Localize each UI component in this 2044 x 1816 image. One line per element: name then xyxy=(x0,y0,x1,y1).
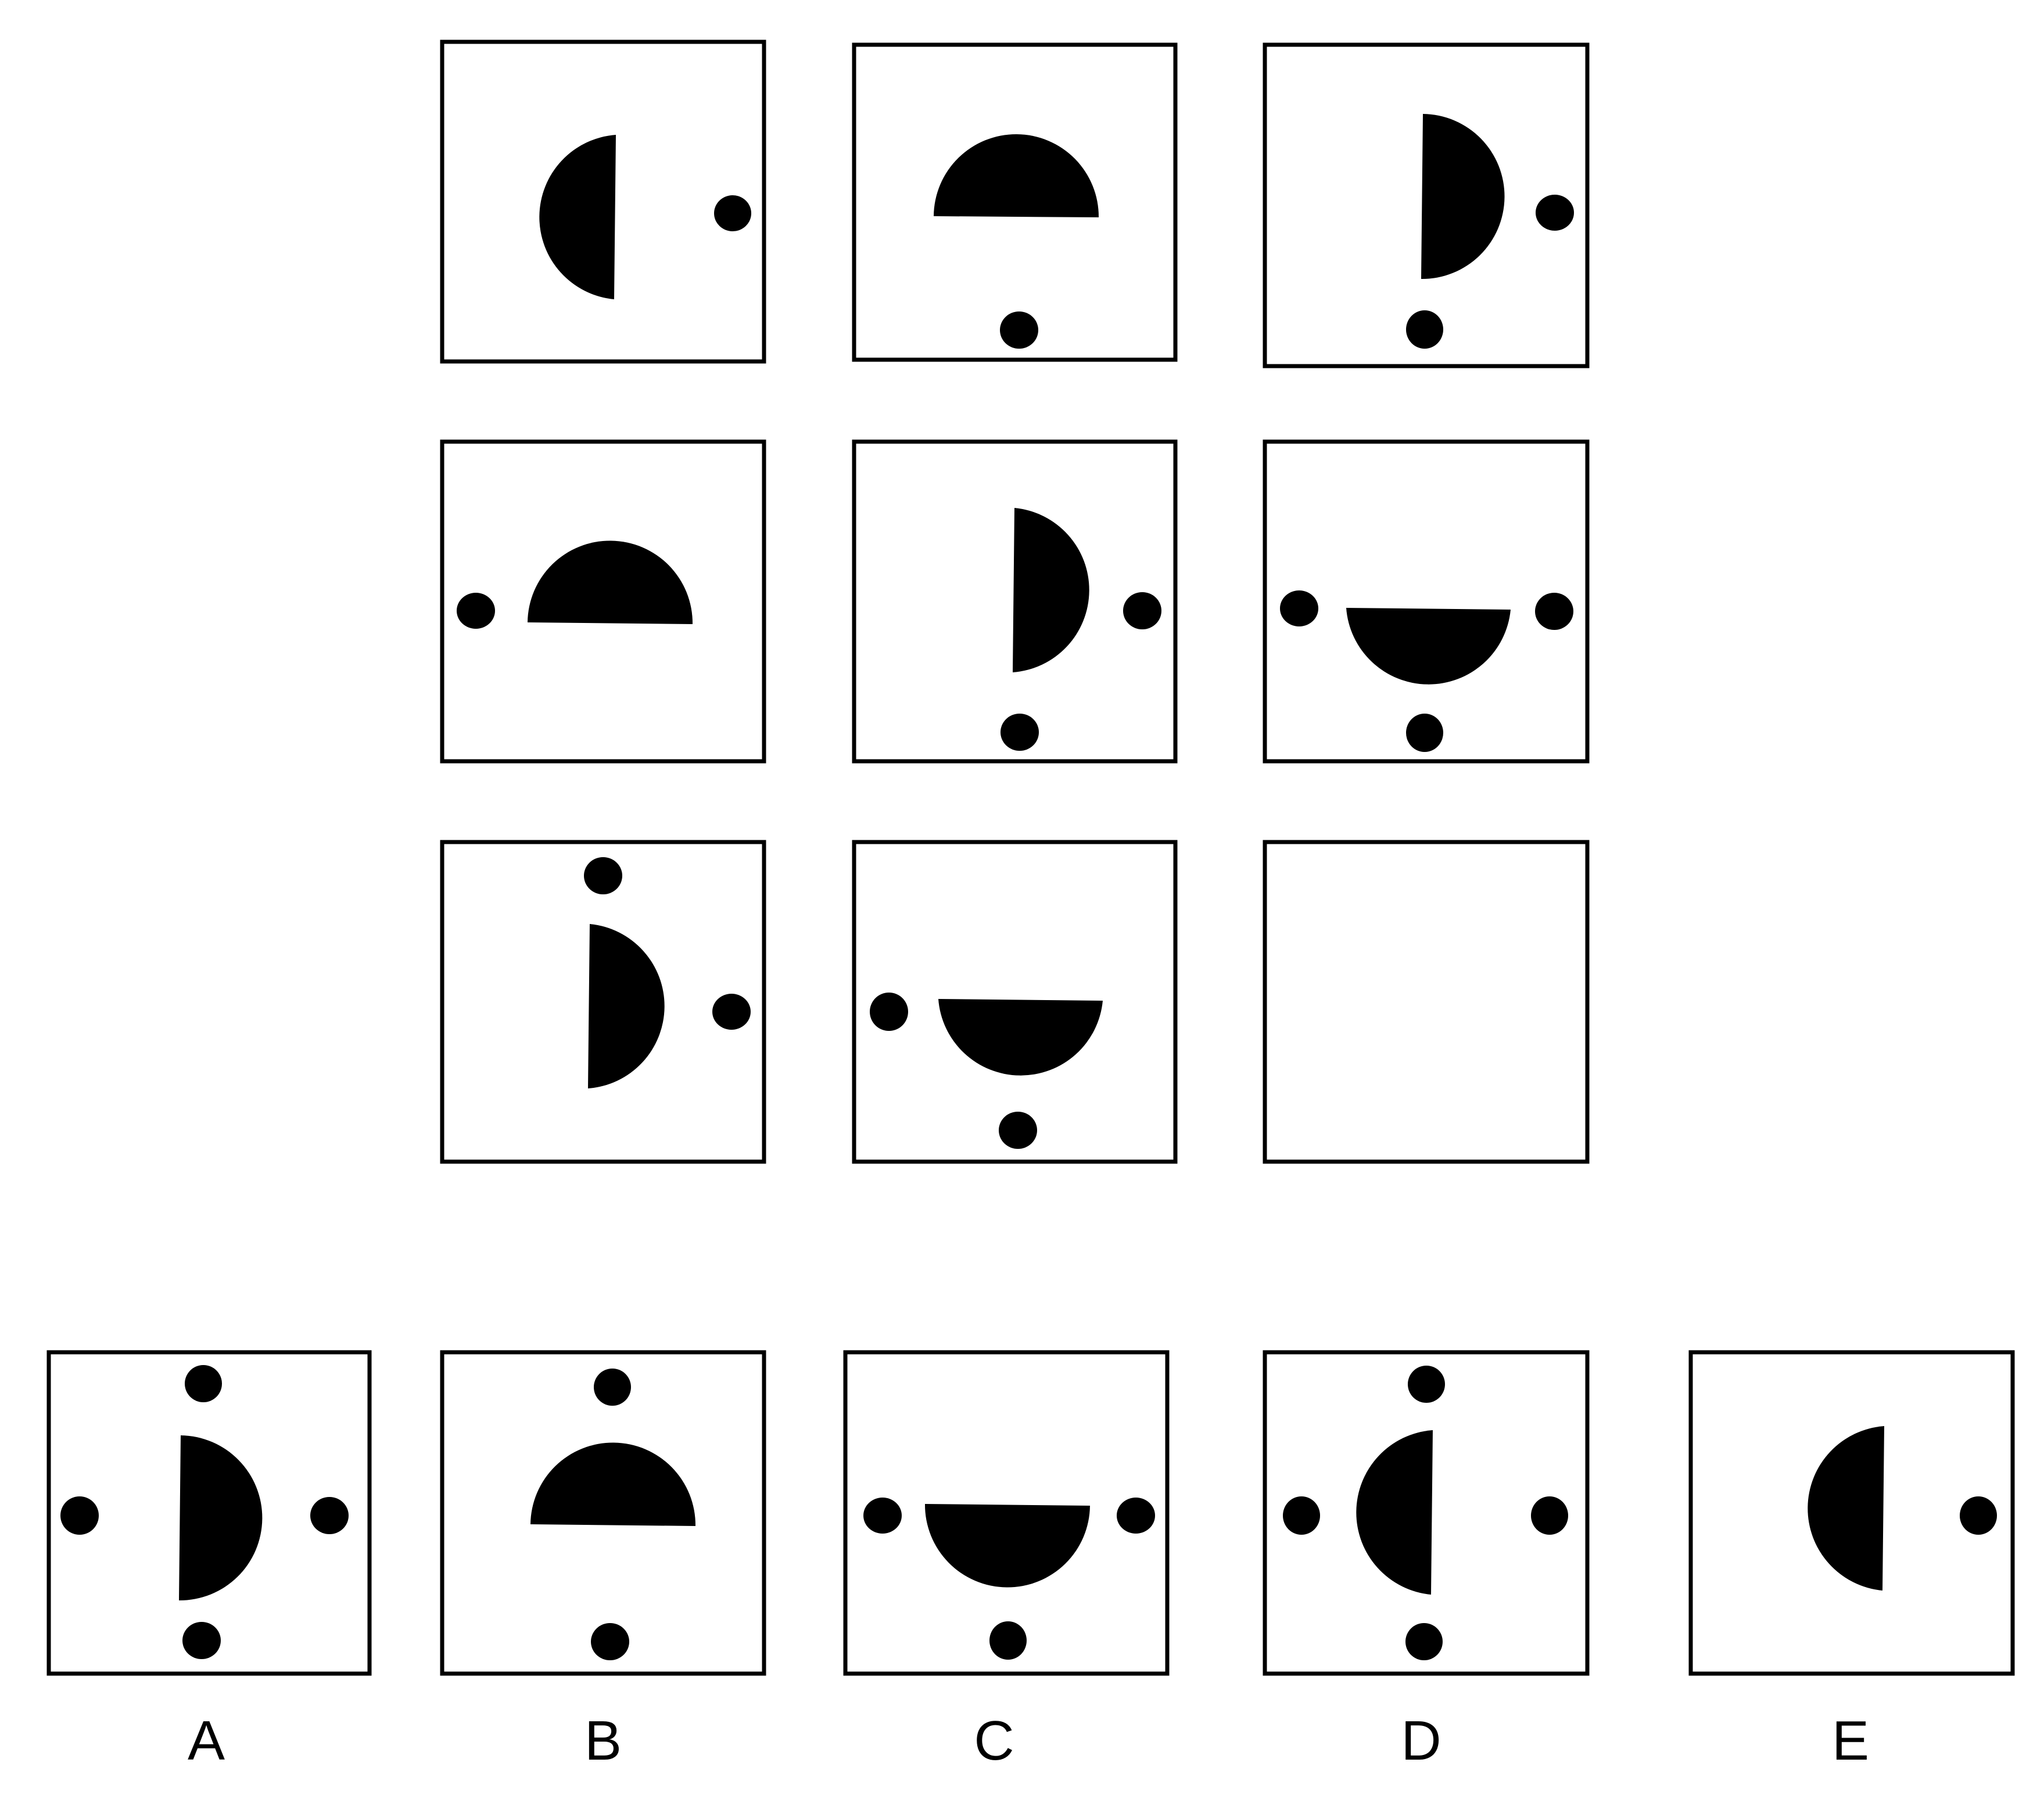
dot-left xyxy=(1280,590,1318,626)
grid-cell-r2c3 xyxy=(1263,439,1590,764)
half-disc-flat-top xyxy=(924,1504,1090,1588)
grid-cell-r1c1 xyxy=(440,40,766,364)
option-b[interactable] xyxy=(440,1350,766,1676)
dot-right xyxy=(1531,1496,1568,1535)
dot-right xyxy=(1117,1498,1155,1534)
dot-bottom xyxy=(999,1112,1037,1149)
cell-frame xyxy=(852,42,1178,362)
dot-right xyxy=(714,195,751,231)
dot-right xyxy=(712,994,751,1030)
dot-top xyxy=(1408,1366,1445,1403)
half-disc-flat-bottom xyxy=(934,134,1099,217)
cell-frame xyxy=(1263,439,1590,764)
dot-top xyxy=(594,1369,631,1406)
dot-bottom xyxy=(1001,714,1039,751)
half-disc-flat-top xyxy=(938,999,1103,1076)
dot-left xyxy=(457,593,495,629)
grid-cell-r2c2 xyxy=(852,439,1178,764)
dot-right xyxy=(1536,195,1574,231)
grid-cell-r3c1 xyxy=(440,840,766,1164)
dot-right xyxy=(1535,593,1573,630)
grid-cell-r1c3 xyxy=(1263,42,1590,368)
half-disc-flat-top xyxy=(1346,608,1511,685)
half-disc-flat-right xyxy=(1356,1430,1433,1595)
grid-cell-r3c2 xyxy=(852,840,1178,1164)
dot-left xyxy=(863,1498,902,1534)
dot-left xyxy=(870,993,908,1031)
dot-bottom xyxy=(1405,1623,1443,1660)
option-label-a: A xyxy=(187,1710,225,1772)
option-c[interactable] xyxy=(843,1350,1170,1676)
dot-top xyxy=(584,857,622,894)
grid-cell-r1c2 xyxy=(852,42,1178,362)
dot-bottom xyxy=(989,1621,1027,1660)
option-label-b: B xyxy=(584,1710,622,1772)
half-disc-flat-bottom xyxy=(530,1442,696,1526)
option-label-e: E xyxy=(1831,1710,1870,1772)
dot-left xyxy=(1283,1496,1320,1535)
option-a[interactable] xyxy=(46,1350,372,1676)
dot-left xyxy=(60,1496,99,1535)
empty-answer-cell xyxy=(1263,840,1590,1164)
dot-bottom xyxy=(1406,714,1443,752)
half-disc-flat-right xyxy=(539,135,616,299)
half-disc-flat-left xyxy=(1013,508,1089,672)
grid-cell-r2c1 xyxy=(440,439,766,764)
half-disc-flat-right xyxy=(1808,1426,1884,1591)
option-d[interactable] xyxy=(1263,1350,1590,1676)
dot-top xyxy=(185,1365,222,1402)
dot-bottom xyxy=(591,1623,629,1660)
half-disc-flat-left xyxy=(588,924,665,1088)
dot-right xyxy=(310,1497,349,1534)
option-label-d: D xyxy=(1401,1710,1441,1772)
dot-bottom xyxy=(182,1622,221,1659)
dot-bottom xyxy=(1000,311,1038,349)
dot-right xyxy=(1123,592,1161,629)
half-disc-flat-left xyxy=(179,1435,263,1601)
option-label-c: C xyxy=(974,1710,1014,1772)
grid-cell-r3c3-empty xyxy=(1263,840,1590,1164)
option-e[interactable] xyxy=(1688,1350,2015,1676)
dot-bottom xyxy=(1406,310,1443,349)
dot-right xyxy=(1960,1496,1997,1535)
half-disc-flat-left xyxy=(1421,114,1505,280)
half-disc-flat-bottom xyxy=(528,540,693,624)
